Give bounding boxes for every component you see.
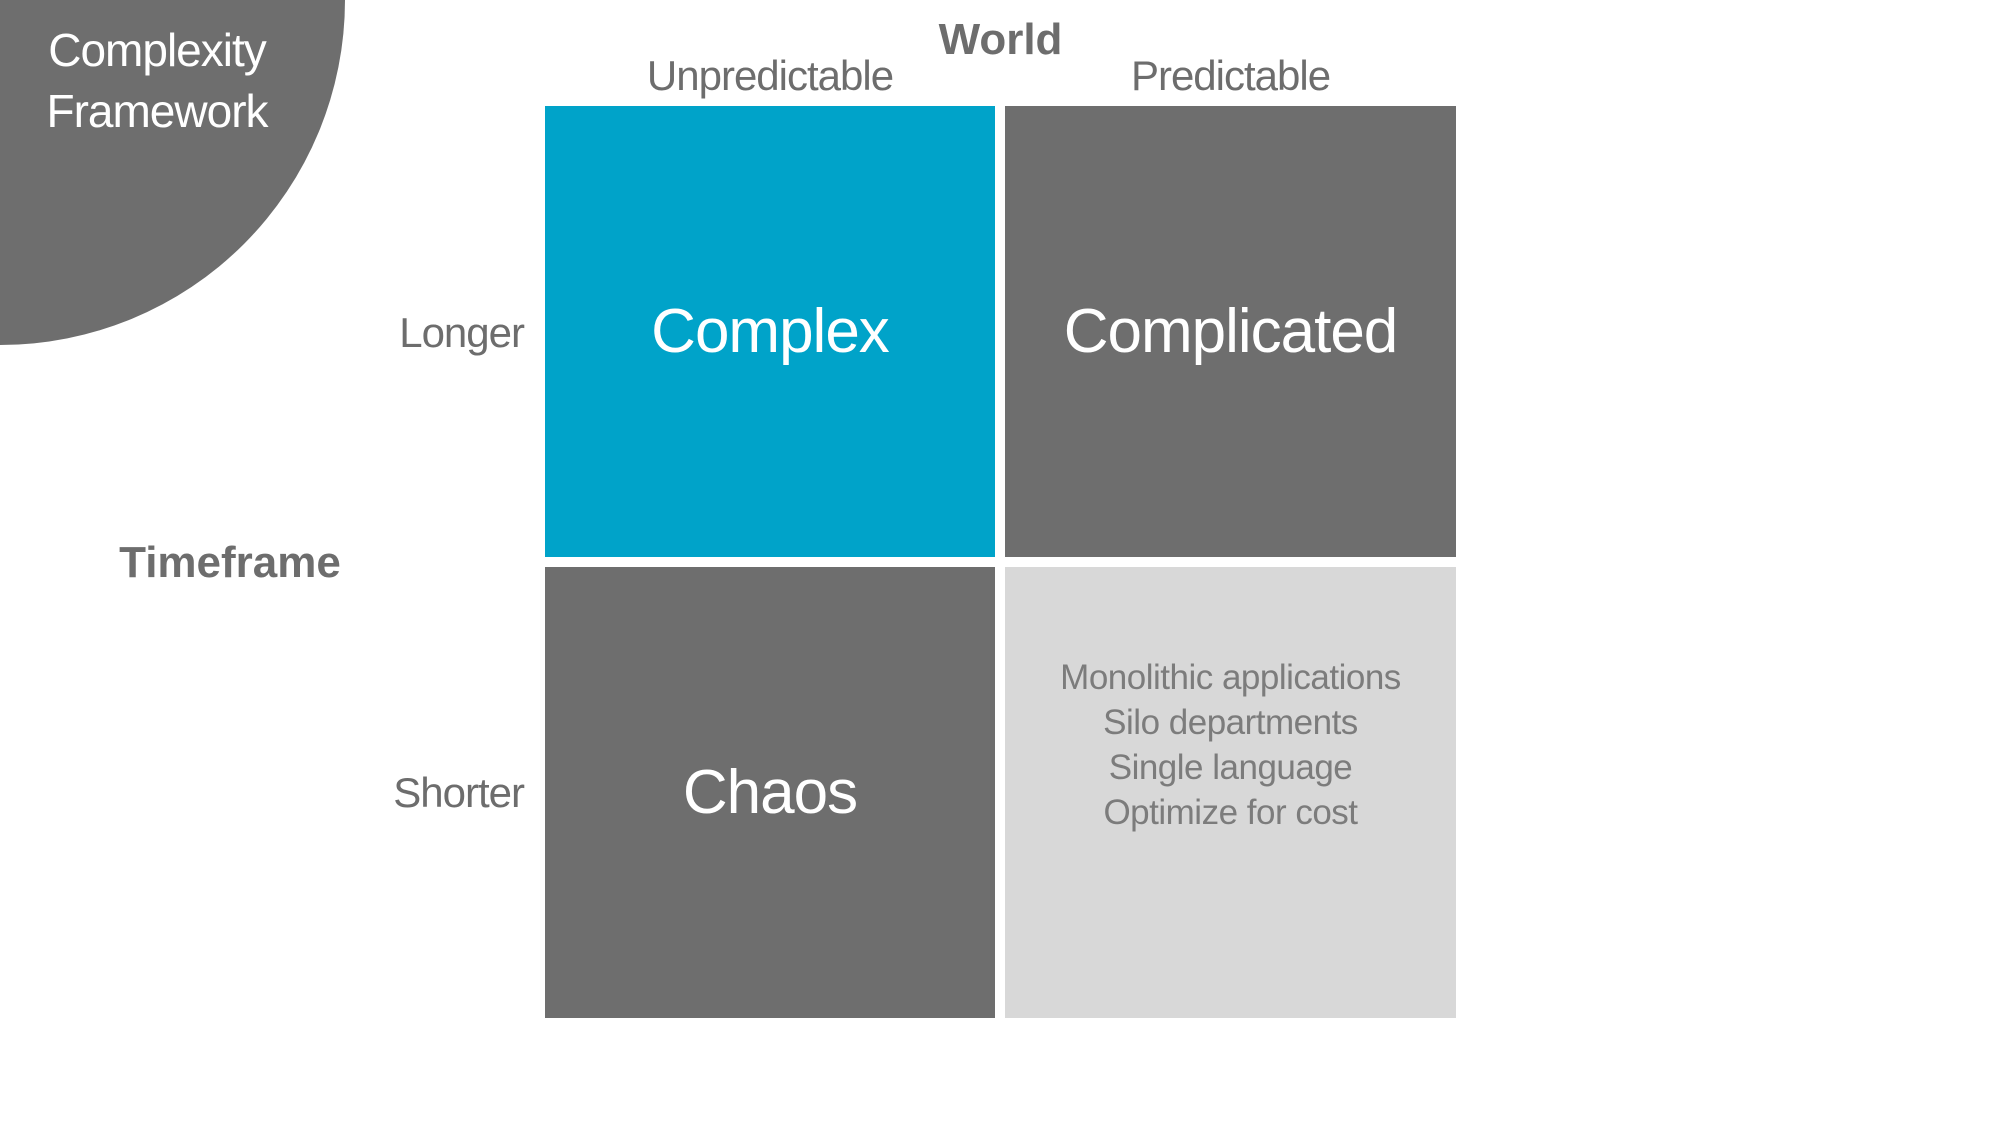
quadrant-label-complicated: Complicated: [1063, 297, 1399, 366]
list-item: Single language: [1108, 748, 1353, 787]
list-item: Optimize for cost: [1103, 793, 1358, 832]
quadrant-predictable-shorter: Monolithic applications Silo departments…: [1005, 567, 1456, 1018]
quadrant-complex: Complex: [545, 106, 995, 557]
badge-title: Complexity Framework: [0, 20, 314, 142]
quadrant-label-chaos: Chaos: [682, 758, 858, 827]
list-item: Silo departments: [1103, 703, 1358, 742]
monolith-list: Monolithic applications Silo departments…: [1005, 655, 1456, 835]
badge-title-line2: Framework: [46, 85, 268, 137]
row-label-shorter: Shorter: [393, 769, 525, 816]
row-label-longer: Longer: [399, 309, 525, 356]
badge-title-line1: Complexity: [48, 24, 267, 76]
complexity-framework-badge: Complexity Framework: [0, 0, 345, 345]
timeframe-axis-title: Timeframe: [119, 538, 341, 587]
quadrant-label-complex: Complex: [651, 297, 890, 366]
world-axis-title: World: [938, 15, 1063, 64]
quadrant-chaos: Chaos: [545, 567, 995, 1018]
quadrant-complicated: Complicated: [1005, 106, 1456, 557]
list-item: Monolithic applications: [1060, 658, 1401, 697]
column-label-unpredictable: Unpredictable: [646, 52, 894, 99]
column-label-predictable: Predictable: [1130, 52, 1331, 99]
